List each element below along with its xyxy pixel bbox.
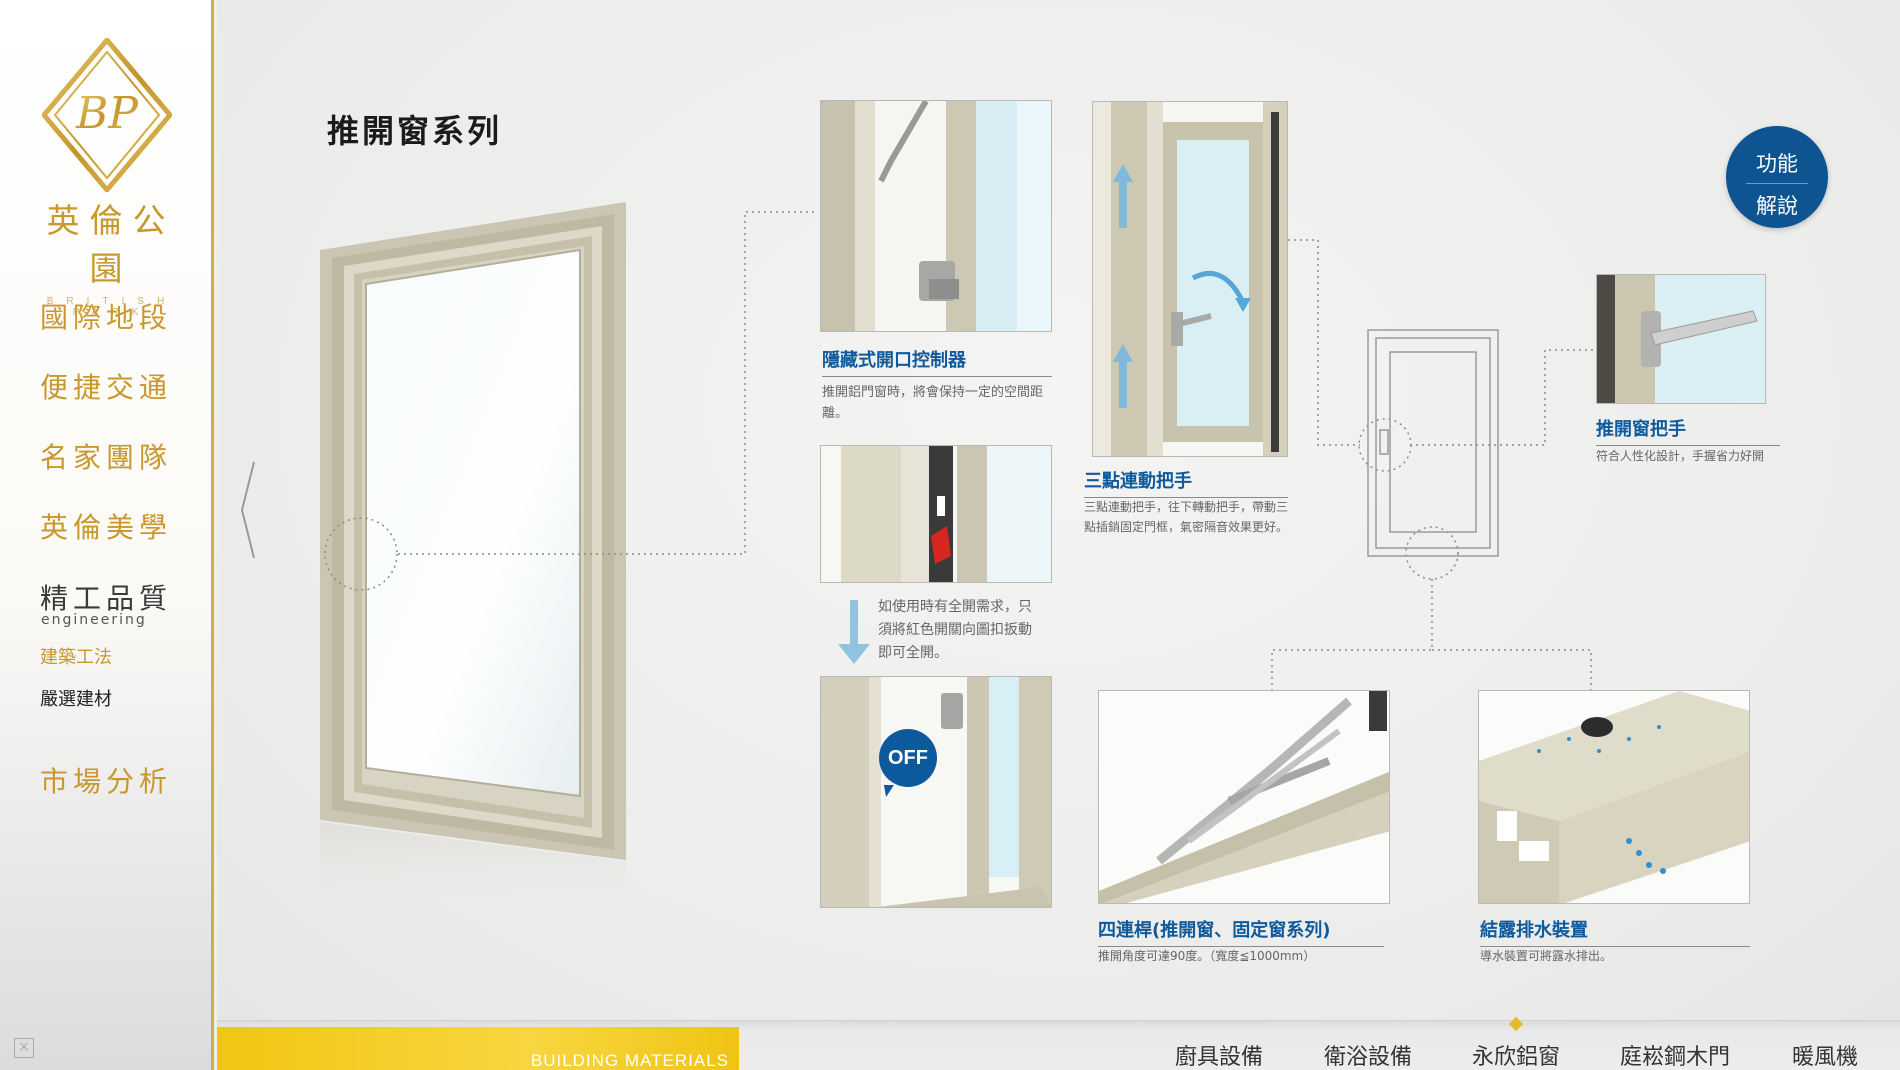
- footer-nav-bathroom[interactable]: 衛浴設備: [1324, 1045, 1413, 1070]
- photo-hidden-controller: [820, 100, 1052, 332]
- logo-emblem-icon: BP: [42, 38, 172, 192]
- photo-off-state: OFF: [820, 676, 1052, 908]
- footer-nav-windows[interactable]: 永欣鋁窗: [1472, 1045, 1561, 1070]
- subnav-construction[interactable]: 建築工法: [40, 647, 112, 668]
- feature-title-controller: 隱藏式開口控制器: [822, 346, 1052, 377]
- subnav-materials[interactable]: 嚴選建材: [40, 689, 112, 710]
- nav-item-team[interactable]: 名家團隊: [40, 441, 173, 474]
- prev-arrow-icon[interactable]: [238, 460, 258, 560]
- nav-item-aesthetics[interactable]: 英倫美學: [40, 511, 173, 544]
- footer-nav-heater[interactable]: 暖風機: [1792, 1045, 1859, 1070]
- function-button-line1: 功能: [1746, 148, 1808, 184]
- feature-title-four-bar: 四連桿(推開窗、固定窗系列): [1098, 916, 1384, 947]
- feature-desc-controller: 推開鋁門窗時，將會保持一定的空間距離。: [822, 385, 1044, 421]
- page-title: 推開窗系列: [327, 112, 503, 150]
- footer-bar: BUILDING MATERIALS 廚具設備 衛浴設備 永欣鋁窗 庭崧鋼木門 …: [217, 1020, 1900, 1070]
- off-badge: OFF: [879, 729, 937, 787]
- feature-desc-three-point: 三點連動把手，往下轉動把手，帶動三點插銷固定門框，氣密隔音效果更好。: [1084, 500, 1289, 534]
- nav-item-quality[interactable]: 精工品質: [40, 582, 173, 615]
- photo-red-switch: [820, 445, 1052, 583]
- nav-item-quality-en: engineering: [41, 612, 147, 628]
- logo[interactable]: BP 英倫公園 BRITISH PARK: [20, 38, 194, 318]
- logo-monogram: BP: [75, 88, 139, 139]
- nav-item-location[interactable]: 國際地段: [40, 301, 173, 334]
- down-arrow-icon: [838, 600, 870, 664]
- function-explain-button[interactable]: 功能 解說: [1726, 126, 1828, 228]
- feature-title-window-handle: 推開窗把手: [1596, 415, 1780, 446]
- logo-cn: 英倫公園: [46, 201, 176, 288]
- feature-title-drain: 結露排水裝置: [1480, 916, 1750, 947]
- footer-building-materials-tab[interactable]: BUILDING MATERIALS: [217, 1027, 739, 1070]
- feature-desc-window-handle: 符合人性化設計，手握省力好開: [1596, 449, 1765, 463]
- close-icon[interactable]: ×: [14, 1038, 34, 1058]
- sidebar: BP 英倫公園 BRITISH PARK 國際地段 便捷交通 名家團隊 英倫美學…: [0, 0, 214, 1070]
- photo-window-handle: [1596, 274, 1766, 404]
- footer-nav-kitchen[interactable]: 廚具設備: [1175, 1045, 1264, 1070]
- photo-condensation-drain: [1478, 690, 1750, 904]
- window-illustration: [320, 202, 626, 920]
- window-schematic: [1367, 329, 1499, 557]
- nav-item-market[interactable]: 市場分析: [40, 765, 173, 798]
- footer-tab-label: BUILDING MATERIALS: [530, 1051, 729, 1070]
- photo-four-bar-linkage: [1098, 690, 1390, 904]
- feature-desc-four-bar: 推開角度可達90度。（寬度≦1000mm）: [1098, 949, 1316, 963]
- logo-en: BRITISH PARK: [46, 296, 178, 318]
- nav-item-transport[interactable]: 便捷交通: [40, 371, 173, 404]
- full-open-note: 如使用時有全開需求，只須將紅色開關向圖扣扳動即可全開。: [878, 599, 1032, 661]
- feature-title-three-point: 三點連動把手: [1084, 467, 1288, 498]
- photo-three-point-handle: [1092, 101, 1288, 457]
- function-button-line2: 解說: [1756, 194, 1798, 218]
- feature-desc-drain: 導水裝置可將露水排出。: [1480, 949, 1613, 963]
- footer-nav-doors[interactable]: 庭崧鋼木門: [1620, 1045, 1731, 1070]
